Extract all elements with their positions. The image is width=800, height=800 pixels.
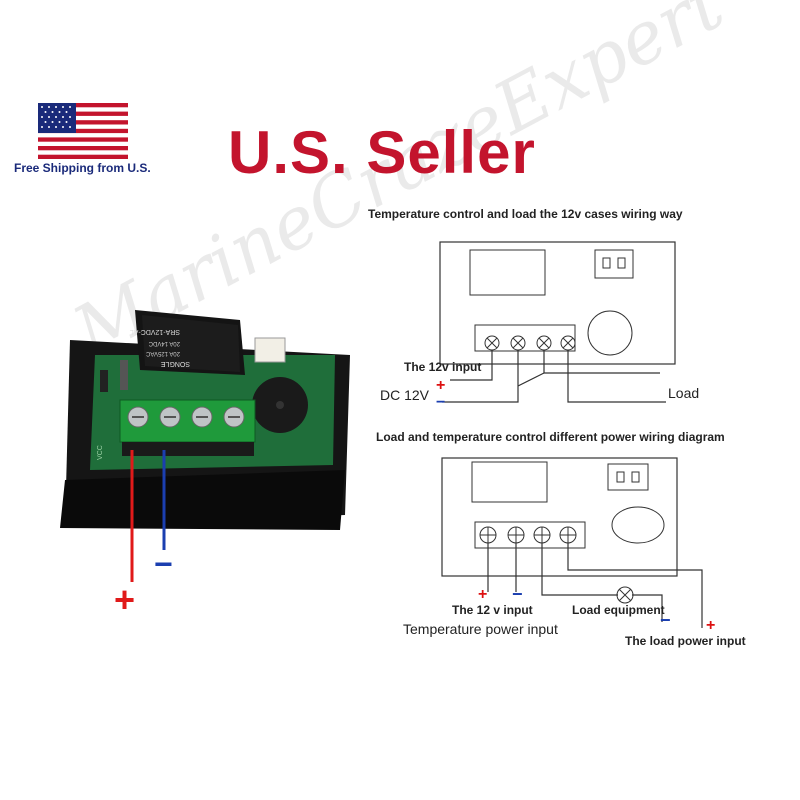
diagram2-equipment-label: Load equipment — [572, 603, 665, 617]
wiring-diagram-1 — [439, 241, 676, 403]
minus-sign: − — [154, 546, 173, 582]
diagram2-input-label: The 12 v input — [452, 603, 533, 617]
relay-model-text: SRA-12VDC-AL — [130, 328, 180, 335]
diagram2-plus-sign: + — [478, 586, 488, 603]
diagram1-minus-sign: − — [436, 394, 446, 411]
relay-rating-1: 20A 14VDC — [148, 340, 180, 346]
relay-rating-2: 20A 125VAC — [145, 350, 180, 356]
diagram2-title: Load and temperature control different p… — [376, 430, 725, 444]
diagram2-power-label: Temperature power input — [403, 621, 558, 637]
diagram1-plus-sign: + — [436, 377, 446, 394]
wiring-diagram-2 — [441, 457, 703, 628]
case-front — [60, 470, 345, 530]
relay-brand: SONGLE — [160, 360, 190, 367]
diagram1-input-label: The 12v input — [404, 360, 482, 374]
plus-sign: + — [114, 579, 135, 620]
thermostat-board-photo: SRA-12VDC-AL 20A 14VDC 20A 125VAC SONGLE… — [60, 310, 350, 620]
diagram2-load-plus-sign: + — [706, 617, 716, 634]
flag-caption: Free Shipping from U.S. — [14, 161, 151, 175]
diagram1-title: Temperature control and load the 12v cas… — [368, 207, 683, 221]
diode-component — [100, 370, 108, 392]
diagram2-minus-sign: − — [512, 584, 523, 604]
diagram1-dc-label: DC 12V — [380, 387, 430, 403]
headline: U.S. Seller — [228, 119, 536, 186]
diagram2-load-power-label: The load power input — [625, 634, 746, 648]
diagram1-load-label: Load — [668, 385, 700, 401]
white-connector — [254, 337, 286, 363]
diagram2-load-minus-sign: − — [660, 610, 671, 630]
pcb-vcc-label: VCC — [97, 445, 104, 460]
us-flag-icon — [38, 103, 128, 159]
lamp-icon — [616, 586, 634, 604]
